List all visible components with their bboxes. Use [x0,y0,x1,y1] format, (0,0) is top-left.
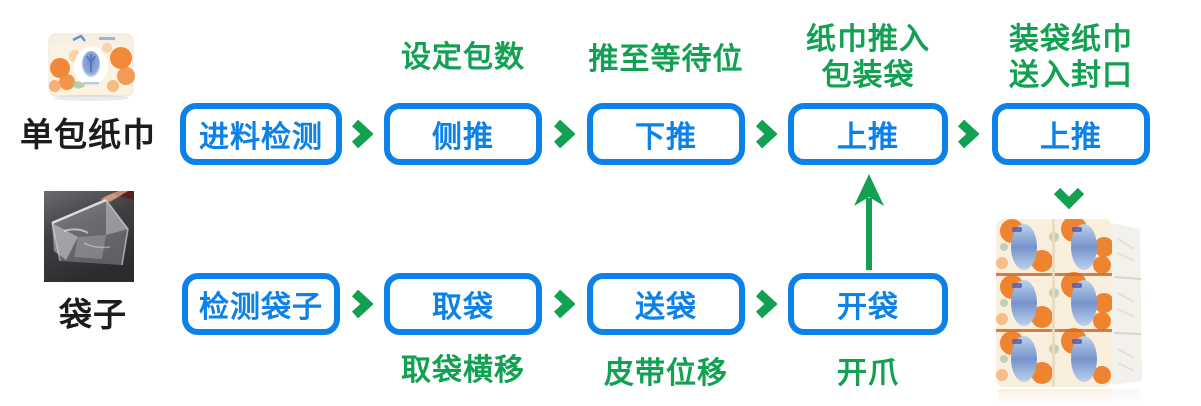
tissue-pack-image [45,18,137,106]
note-push-to-wait: 推至等待位 [588,43,744,76]
note-belt-shift: 皮带位移 [604,357,728,390]
tissue-bundle-image [990,219,1158,405]
flow-arrow-right-icon [755,119,777,149]
note-line: 纸巾推入 [806,23,930,56]
step-up-push-2: 上推 [992,103,1150,165]
flow-arrow-up-icon [846,172,892,270]
note-send-to-seal: 装袋纸巾 送入封口 [971,22,1171,94]
flow-arrow-right-icon [755,289,777,319]
step-detect-bag: 检测袋子 [182,273,340,335]
flow-arrow-right-icon [553,119,575,149]
tissue-pack-photo [45,18,137,106]
note-push-into-bag: 纸巾推入 包装袋 [768,22,968,94]
note-open-claw: 开爪 [837,357,899,390]
step-feed-detect: 进料检测 [180,103,342,165]
plastic-bag-photo [44,191,134,282]
note-line: 装袋纸巾 [1009,23,1133,56]
note-bag-traverse: 取袋横移 [401,354,525,387]
note-line: 包装袋 [821,59,915,92]
flow-arrow-right-icon [957,119,979,149]
flow-arrow-right-icon [553,289,575,319]
flow-arrow-down-icon [1053,187,1085,209]
note-set-pack-count: 设定包数 [401,41,525,74]
step-take-bag: 取袋 [384,273,542,335]
flow-arrow-right-icon [351,119,373,149]
step-down-push: 下推 [587,103,745,165]
tissue-bundle-photo [990,213,1158,405]
step-up-push-1: 上推 [788,103,948,165]
input-label-bag: 袋子 [59,296,127,333]
plastic-bag-image [44,191,134,282]
input-label-tissue: 单包纸巾 [20,116,156,153]
note-line: 送入封口 [1009,59,1133,92]
flow-arrow-right-icon [351,289,373,319]
step-open-bag: 开袋 [788,273,948,335]
step-send-bag: 送袋 [587,273,745,335]
step-side-push: 侧推 [384,103,542,165]
